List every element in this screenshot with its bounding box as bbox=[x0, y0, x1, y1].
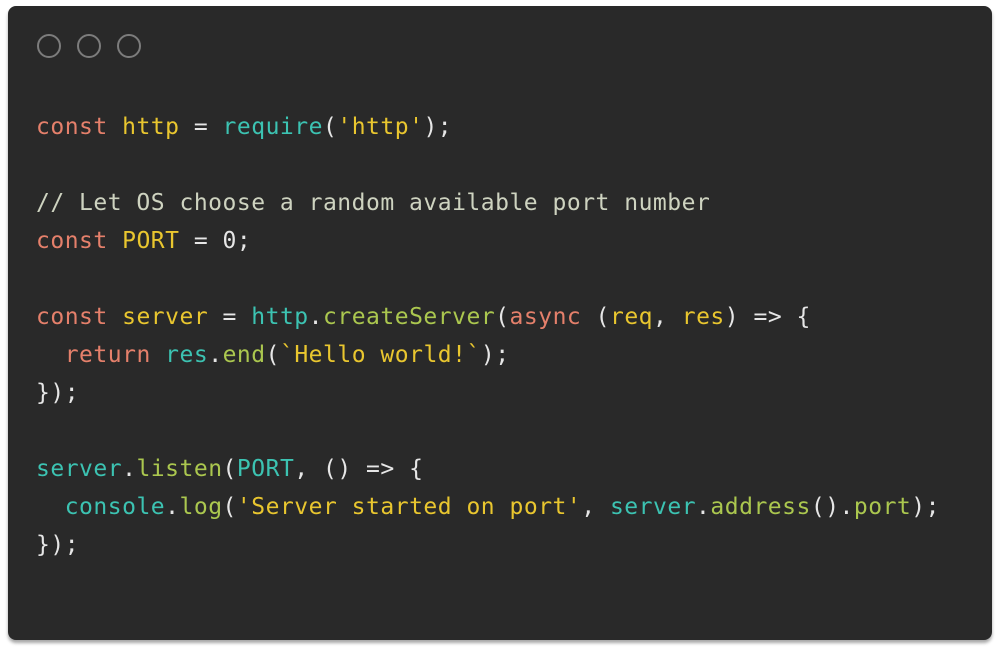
code-token-plain: . bbox=[308, 304, 323, 330]
code-token-method: address bbox=[710, 494, 811, 520]
code-token-keyword: async bbox=[509, 304, 582, 330]
code-token-plain: = bbox=[179, 114, 223, 140]
code-token-comment: // Let OS choose a random available port… bbox=[36, 190, 711, 216]
code-token-method: end bbox=[222, 342, 266, 368]
code-line: const http = require('http'); bbox=[36, 108, 964, 146]
code-token-plain bbox=[151, 342, 165, 368]
code-line: const server = http.createServer(async (… bbox=[36, 298, 964, 336]
window-control-3[interactable] bbox=[117, 34, 141, 58]
code-token-plain: }); bbox=[36, 532, 80, 558]
code-token-plain: ); bbox=[911, 494, 940, 520]
code-token-plain: ( bbox=[581, 304, 610, 330]
code-token-object: server bbox=[609, 494, 697, 520]
code-token-plain bbox=[108, 114, 122, 140]
code-line: return res.end(`Hello world!`); bbox=[36, 336, 964, 374]
code-line bbox=[36, 260, 964, 298]
code-token-plain: ) => { bbox=[724, 304, 811, 330]
code-token-plain: , bbox=[581, 494, 610, 520]
code-editor-window: const http = require('http'); // Let OS … bbox=[8, 6, 992, 640]
window-control-2[interactable] bbox=[77, 34, 101, 58]
code-token-variable: PORT bbox=[122, 228, 180, 254]
window-controls-bar bbox=[36, 34, 964, 58]
code-token-plain: = bbox=[208, 304, 252, 330]
code-token-plain: = 0; bbox=[179, 228, 252, 254]
code-token-method: createServer bbox=[323, 304, 496, 330]
code-token-variable: http bbox=[122, 114, 180, 140]
code-token-plain: . bbox=[208, 342, 223, 368]
code-line: }); bbox=[36, 374, 964, 412]
code-token-plain bbox=[108, 304, 122, 330]
code-token-object: console bbox=[64, 494, 166, 520]
code-line: // Let OS choose a random available port… bbox=[36, 184, 964, 222]
code-token-method: log bbox=[179, 494, 223, 520]
code-token-string: `Hello world!` bbox=[279, 342, 481, 368]
code-token-string: 'http' bbox=[337, 114, 424, 140]
code-token-plain: ( bbox=[222, 494, 237, 520]
code-token-plain bbox=[36, 494, 65, 520]
code-token-variable: req bbox=[609, 304, 654, 330]
code-line: server.listen(PORT, () => { bbox=[36, 450, 964, 488]
code-token-plain: ( bbox=[322, 114, 338, 140]
code-token-keyword: return bbox=[64, 342, 151, 368]
code-token-plain: , bbox=[653, 304, 682, 330]
code-token-plain: ( bbox=[265, 342, 280, 368]
code-line bbox=[36, 412, 964, 450]
code-token-variable: res bbox=[681, 304, 725, 330]
code-token-method: listen bbox=[136, 456, 223, 482]
code-token-method: port bbox=[853, 494, 912, 520]
code-token-variable: server bbox=[122, 304, 209, 330]
code-token-object: server bbox=[36, 456, 123, 482]
code-token-keyword: const bbox=[36, 228, 108, 254]
code-token-object: require bbox=[222, 114, 323, 140]
code-token-plain: ); bbox=[480, 342, 510, 368]
code-line: }); bbox=[36, 526, 964, 564]
code-token-string: 'Server started on port' bbox=[236, 494, 582, 520]
code-token-plain: . bbox=[165, 494, 180, 520]
code-token-plain: . bbox=[696, 494, 711, 520]
code-line bbox=[36, 146, 964, 184]
code-token-plain: , () => { bbox=[294, 456, 424, 482]
code-token-keyword: const bbox=[36, 114, 108, 140]
window-control-1[interactable] bbox=[37, 34, 61, 58]
code-block: const http = require('http'); // Let OS … bbox=[36, 108, 964, 564]
code-token-object: PORT bbox=[236, 456, 295, 482]
code-line: console.log('Server started on port', se… bbox=[36, 488, 964, 526]
code-line: const PORT = 0; bbox=[36, 222, 964, 260]
code-token-plain: ( bbox=[495, 304, 510, 330]
code-token-plain: . bbox=[122, 456, 137, 482]
code-token-plain bbox=[108, 228, 122, 254]
code-token-plain: ( bbox=[222, 456, 237, 482]
code-token-object: http bbox=[251, 304, 309, 330]
code-token-plain: (). bbox=[810, 494, 854, 520]
code-token-object: res bbox=[165, 342, 209, 368]
code-token-keyword: const bbox=[36, 304, 108, 330]
code-token-plain: ); bbox=[423, 114, 453, 140]
code-token-plain bbox=[36, 342, 65, 368]
code-token-plain: }); bbox=[36, 380, 80, 406]
